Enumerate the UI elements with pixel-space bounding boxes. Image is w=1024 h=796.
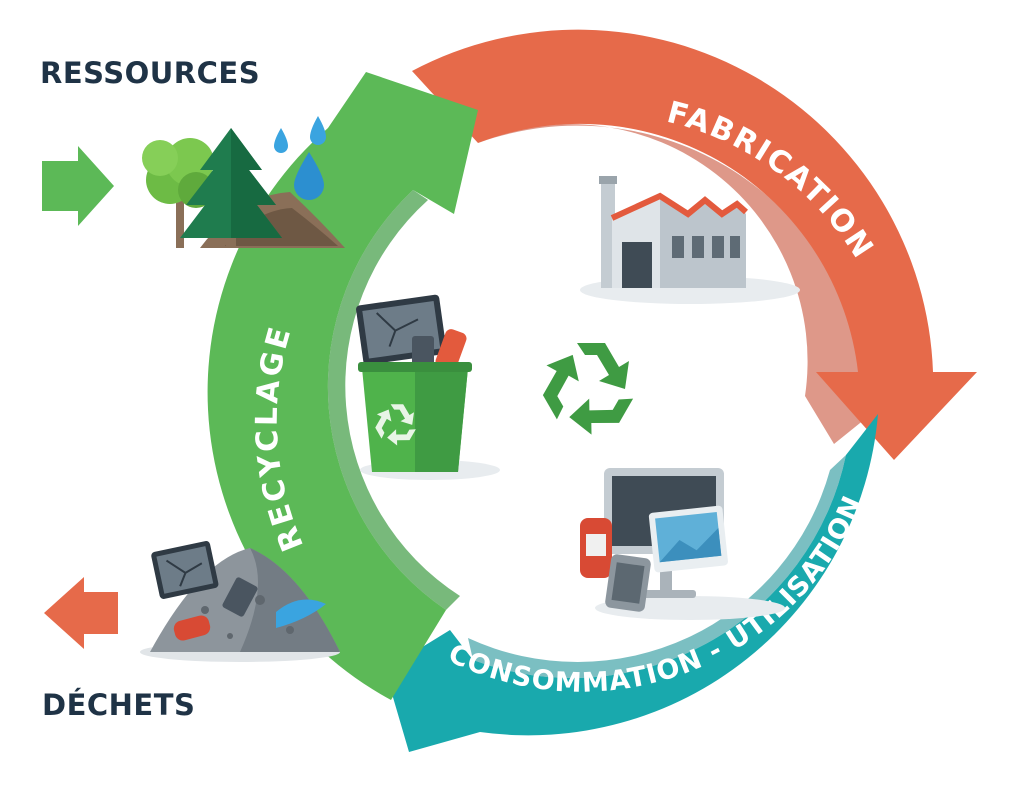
fabrication-arrow-shape [412,29,977,461]
waste-pile-icon [140,540,340,662]
recycle-bin-icon [356,294,500,480]
resource-input-arrow-icon [42,146,114,226]
waste-output-arrow-icon [44,577,118,649]
trees-water-soil-icon [142,116,345,248]
dechets-label: DÉCHETS [42,688,196,722]
ressources-label: RESSOURCES [40,56,261,90]
fabrication-arrow [412,29,977,461]
consommation-arrow [385,414,878,752]
recycle-symbol-icon [542,343,634,435]
electronics-icon [580,468,785,620]
factory-icon [580,176,800,304]
consommation-arrow-shape [385,414,878,752]
